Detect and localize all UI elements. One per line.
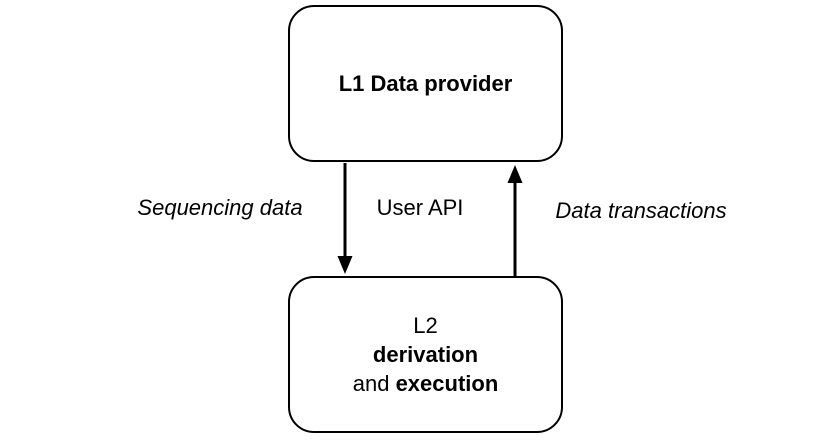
data-transactions-label: Data transactions [555,198,727,223]
user-api-label: User API [376,195,464,220]
sequencing-data-label: Sequencing data [137,195,303,220]
node-l2-line3: and execution [353,369,499,398]
node-l2-derivation-execution: L2 derivation and execution [288,276,563,433]
up-arrowhead-icon [507,165,523,183]
down-arrowhead-icon [337,256,353,274]
node-l2-label: L2 derivation and execution [353,311,499,398]
node-l2-line3-prefix: and [352,371,396,396]
node-l2-line2: derivation [372,342,479,367]
node-l1-data-provider: L1 Data provider [288,5,563,162]
up-arrow [507,165,523,276]
node-l2-line1: L2 [413,313,438,338]
node-l1-label: L1 Data provider [338,71,513,96]
node-l2-line3-bold: execution [395,371,499,396]
down-arrow [337,163,353,274]
